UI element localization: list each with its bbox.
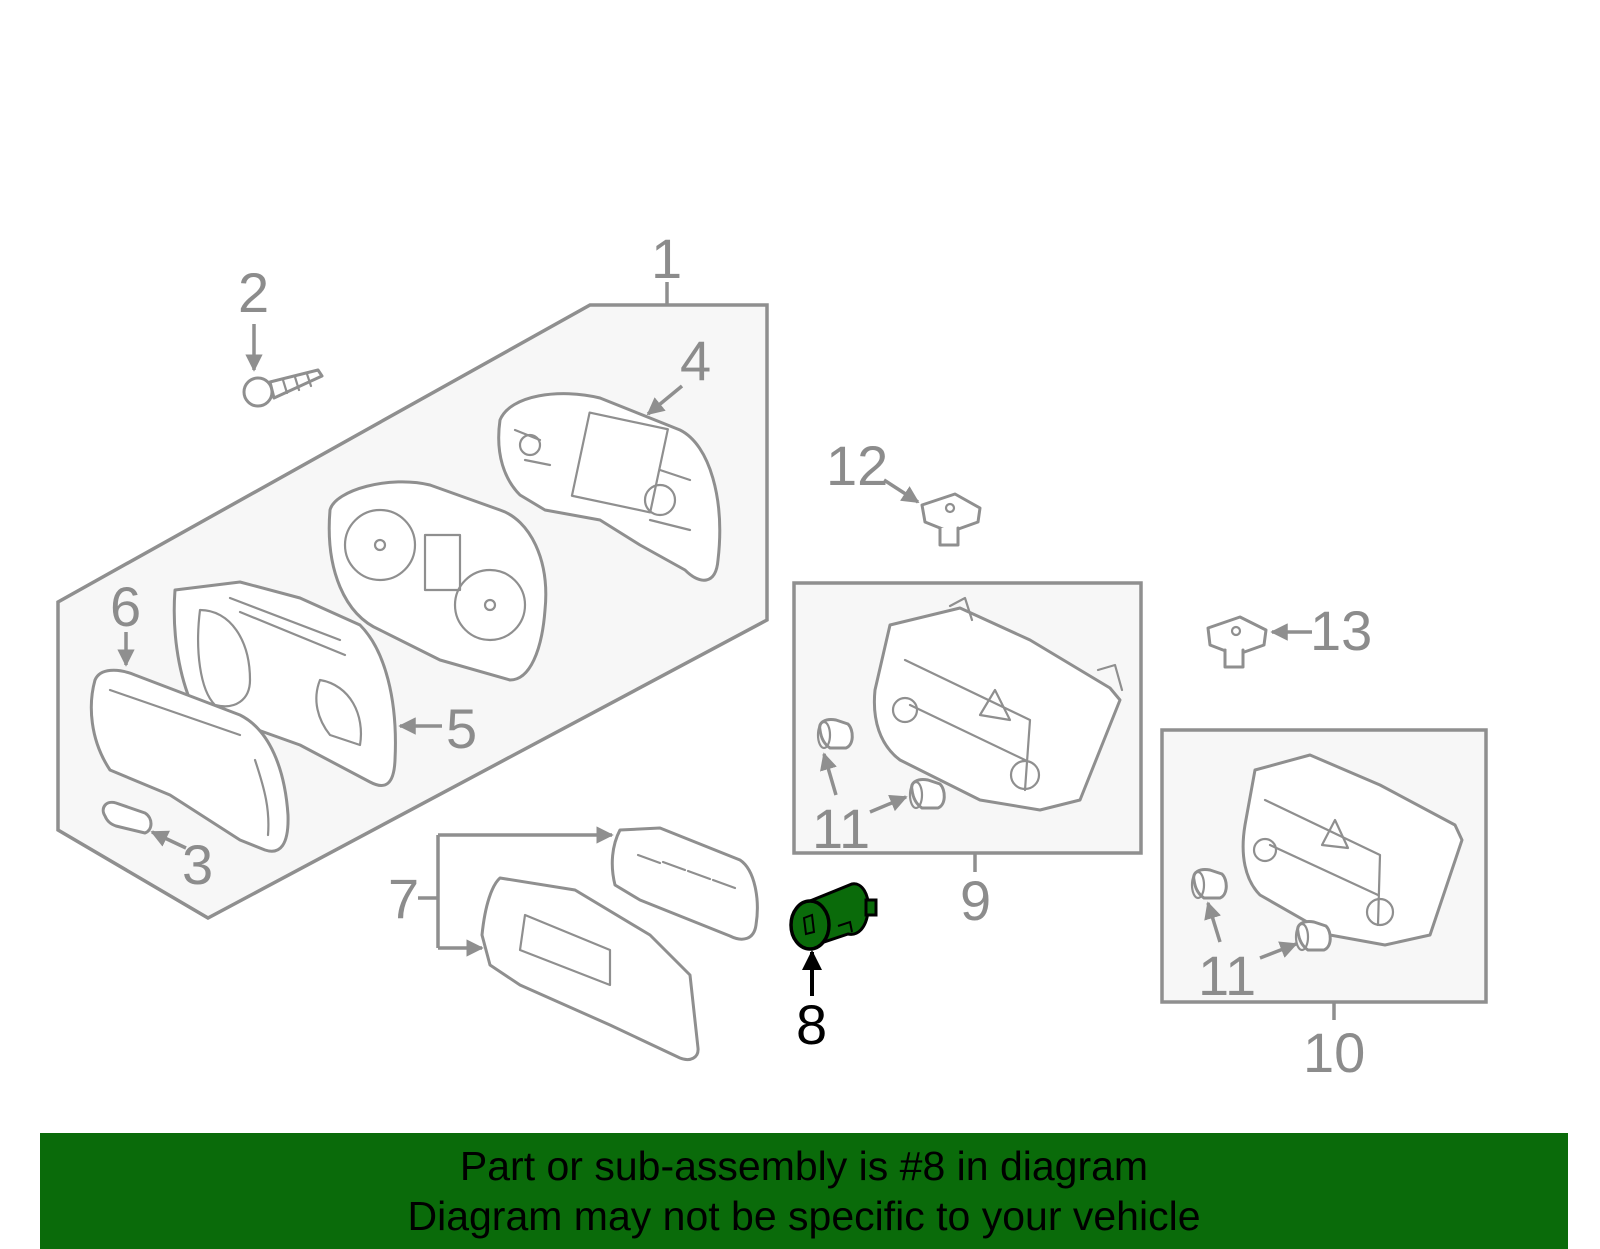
- callout-8[interactable]: 8: [796, 993, 827, 1056]
- knob-part-10a[interactable]: [1190, 868, 1228, 900]
- knob-part-9a[interactable]: [816, 718, 854, 750]
- callout-12-leader: [883, 478, 920, 504]
- callout-11a-leader1: [820, 752, 838, 796]
- callout-12[interactable]: 12: [826, 434, 888, 497]
- rear-housing-part[interactable]: [497, 392, 722, 582]
- callout-6[interactable]: 6: [110, 575, 141, 638]
- callout-11a[interactable]: 11: [812, 797, 870, 860]
- callout-11a-leader2: [869, 794, 908, 814]
- clip-part-13[interactable]: [1206, 615, 1268, 669]
- lens-part[interactable]: [89, 668, 290, 853]
- callout-13[interactable]: 13: [1310, 599, 1372, 662]
- callout-2[interactable]: 2: [238, 261, 269, 324]
- highlighted-part-8[interactable]: [789, 882, 878, 951]
- callout-11b-leader1: [1204, 901, 1222, 943]
- callout-5[interactable]: 5: [446, 697, 477, 760]
- callout-11b-leader2: [1259, 941, 1298, 960]
- switch-panel-part[interactable]: [480, 876, 700, 1062]
- knob-part-10b[interactable]: [1294, 920, 1332, 952]
- callout-9[interactable]: 9: [960, 869, 991, 932]
- banner-line-2: Diagram may not be specific to your vehi…: [407, 1193, 1201, 1239]
- callout-11b[interactable]: 11: [1198, 944, 1256, 1007]
- knob-part-9b[interactable]: [908, 778, 946, 810]
- climate-control-part-9[interactable]: [872, 596, 1124, 812]
- callout-10[interactable]: 10: [1303, 1021, 1365, 1084]
- callout-7[interactable]: 7: [388, 867, 419, 930]
- banner-line-1: Part or sub-assembly is #8 in diagram: [459, 1143, 1149, 1189]
- clip-part-12[interactable]: [920, 492, 982, 547]
- info-banner: Part or sub-assembly is #8 in diagram Di…: [40, 1133, 1568, 1249]
- callout-4[interactable]: 4: [680, 329, 711, 392]
- callout-1[interactable]: 1: [651, 227, 682, 290]
- switch-module-part[interactable]: [610, 826, 759, 941]
- climate-control-part-10[interactable]: [1241, 753, 1464, 947]
- cluster-frame-part[interactable]: [172, 580, 397, 787]
- bulb-part[interactable]: [101, 800, 153, 835]
- callout-3-leader: [150, 830, 187, 850]
- meter-face-part[interactable]: [327, 480, 548, 682]
- callout-3[interactable]: 3: [182, 833, 213, 896]
- screw-part[interactable]: [242, 368, 324, 408]
- callout-4-leader: [646, 384, 684, 416]
